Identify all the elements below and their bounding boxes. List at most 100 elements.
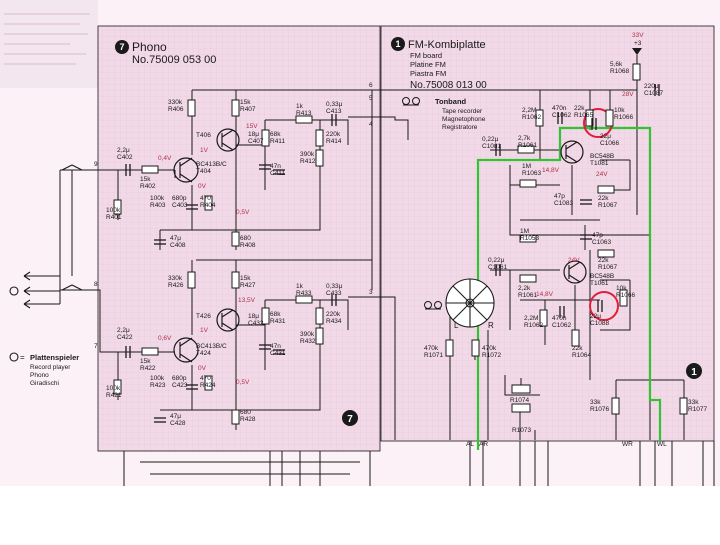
- fm-subtitle-2: Platine FM: [410, 60, 446, 69]
- fm-badge-number: 1: [395, 39, 400, 49]
- label-left_upper-r414-0: 220k: [326, 131, 341, 138]
- label-right_parts-r1068-0: 5,6k: [610, 61, 623, 68]
- label-right_parts-r1062-0: 2,2M: [522, 107, 536, 114]
- label-left_upper-v1a: 1V: [200, 147, 209, 154]
- label-left_upper-c408-0: 47μ: [170, 235, 181, 242]
- label-right_parts-r1076-1: R1076: [590, 406, 610, 413]
- pin-wr: WR: [622, 441, 633, 448]
- fm-subtitle-1: FM board: [410, 51, 442, 60]
- capacitors: [125, 84, 660, 423]
- label-left_upper-r404-0: 470: [200, 195, 211, 202]
- label-left_lower-r422-0: 15k: [140, 358, 151, 365]
- label-right_parts-r1066b-1: R1066: [616, 292, 636, 299]
- fm-bottom-badge-number: 1: [691, 367, 697, 378]
- label-left_lower-c432-1: C432: [248, 320, 264, 327]
- label-left_upper-r408-0: 680: [240, 235, 251, 242]
- label-left_upper-r412-1: R412: [300, 158, 316, 165]
- label-left_lower-r423-1: R423: [150, 382, 166, 389]
- label-right_parts-r1068-1: R1068: [610, 68, 630, 75]
- pin-3: 3: [369, 289, 373, 296]
- label-left_upper-c413-1: C413: [326, 108, 342, 115]
- label-right_parts-r1053-1: R1053: [520, 235, 540, 242]
- label-left_lower-r426-0: 330k: [168, 275, 183, 282]
- label-left_lower-c428-1: C428: [170, 420, 186, 427]
- label-right_parts-r1061-1: R1061: [518, 142, 538, 149]
- pin-ar: AR: [479, 441, 488, 448]
- label-left_lower-c432-0: 18μ: [248, 313, 259, 320]
- label-left_lower-r424-0: 470: [200, 375, 211, 382]
- legend-line-2: Record player: [30, 364, 71, 371]
- label-right_parts-r1063-0: 1M: [522, 163, 531, 170]
- label-right_parts-r1061b-1: R1061: [518, 292, 538, 299]
- legend-line-3: Phono: [30, 372, 49, 379]
- label-left_lower-r431-1: R431: [270, 318, 286, 325]
- label-left_upper-r408-1: R408: [240, 242, 256, 249]
- phono-part-number: No.75009 053 00: [132, 54, 216, 66]
- label-left_upper-t404-1: T404: [196, 168, 211, 175]
- label-left_upper-c408-1: C408: [170, 242, 186, 249]
- pin-6: 6: [369, 82, 373, 89]
- label-right_parts-c1081-0: 0,22μ: [482, 136, 499, 143]
- label-right_parts-t1061-1: T1061: [590, 280, 609, 287]
- label-left_lower-r431-0: 68k: [270, 311, 281, 318]
- label-right_parts-v24a: 24V: [596, 171, 608, 178]
- label-right_parts-v24b: 24V: [568, 257, 580, 264]
- label-right_parts-r1076-0: 33k: [590, 399, 601, 406]
- tape-icon-small: [424, 301, 442, 310]
- label-left_upper-r401-0: 100k: [106, 207, 121, 214]
- label-left_upper-r412-0: 390k: [300, 151, 315, 158]
- label-right_parts-r1067-1: R1067: [598, 202, 618, 209]
- label-right_parts-r1063-1: R1063: [522, 170, 542, 177]
- supply-rail: +3: [634, 40, 642, 47]
- label-left_upper-r407-1: R407: [240, 106, 256, 113]
- legend-line-4: Giradischi: [30, 380, 59, 387]
- label-left_lower-r421-1: R421: [106, 392, 122, 399]
- fm-bottom-badge: [686, 363, 702, 379]
- label-left_lower-c433-1: C433: [326, 290, 342, 297]
- label-right_parts-c1066-1: C1066: [600, 140, 620, 147]
- label-left_lower-r421-0: 100k: [106, 385, 121, 392]
- left-scrap-lines: [4, 13, 90, 65]
- label-right_parts-r1053-0: 1M: [520, 228, 529, 235]
- label-left_lower-r427-1: R427: [240, 282, 256, 289]
- label-left_upper-c402-0: 2,2μ: [117, 147, 130, 154]
- supply-voltage: 33V: [632, 32, 644, 39]
- label-right_parts-r1065-0: 22k: [574, 105, 585, 112]
- pin-r: R: [488, 321, 494, 330]
- label-right_parts-t1081-0: BC548B: [590, 153, 614, 160]
- label-left_upper-v0a: 0V: [198, 183, 207, 190]
- label-left_upper-v15a: 15V: [246, 123, 258, 130]
- label-right_parts-t1081-1: T1081: [590, 160, 609, 167]
- label-left_upper-r404-1: R404: [200, 202, 216, 209]
- label-right_parts-r1066-0: 10k: [614, 107, 625, 114]
- label-left_lower-r434-1: R434: [326, 318, 342, 325]
- label-right_parts-c1083-0: 47p: [554, 193, 565, 200]
- label-right_parts-r1061-0: 2,7k: [518, 135, 531, 142]
- label-left_lower-v135: 13,5V: [238, 297, 256, 304]
- label-left_upper-r413-1: R413: [296, 110, 312, 117]
- label-left_upper-c411-0: 47n: [270, 163, 281, 170]
- green-annotation-wire: [476, 126, 662, 450]
- label-right_parts-r1062-1: R1062: [522, 114, 542, 121]
- label-left_lower-v1b: 1V: [200, 327, 209, 334]
- label-left_lower-r433-0: 1k: [296, 283, 304, 290]
- label-right_parts-r1062b-1: R1062: [524, 322, 544, 329]
- label-right_parts-c1081-1: C1081: [482, 143, 502, 150]
- label-right_parts-r1066-1: R1066: [614, 114, 634, 121]
- label-right_parts-r1074: R1074: [510, 397, 530, 404]
- label-left_lower-v05b: 0,5V: [236, 379, 250, 386]
- label-left_upper-c411-1: C411: [270, 170, 285, 177]
- label-right_parts-r1061b-0: 2,2k: [518, 285, 531, 292]
- supply-terminal: [632, 48, 642, 55]
- label-left_upper-c403-0: 680p: [172, 195, 187, 202]
- label-left_lower-r424-1: R424: [200, 382, 216, 389]
- label-left_lower-r426-1: R426: [168, 282, 184, 289]
- phono-bottom-badge-number: 7: [347, 414, 353, 425]
- phono-badge: [115, 40, 129, 54]
- label-right_parts-r1064-0: 22k: [572, 345, 583, 352]
- label-left_lower-c422-1: C422: [117, 334, 133, 341]
- label-left_lower-t424-0: BC413B/C: [196, 343, 227, 350]
- resistors: [113, 63, 688, 425]
- label-right_parts-c1062b-1: C1062: [552, 322, 572, 329]
